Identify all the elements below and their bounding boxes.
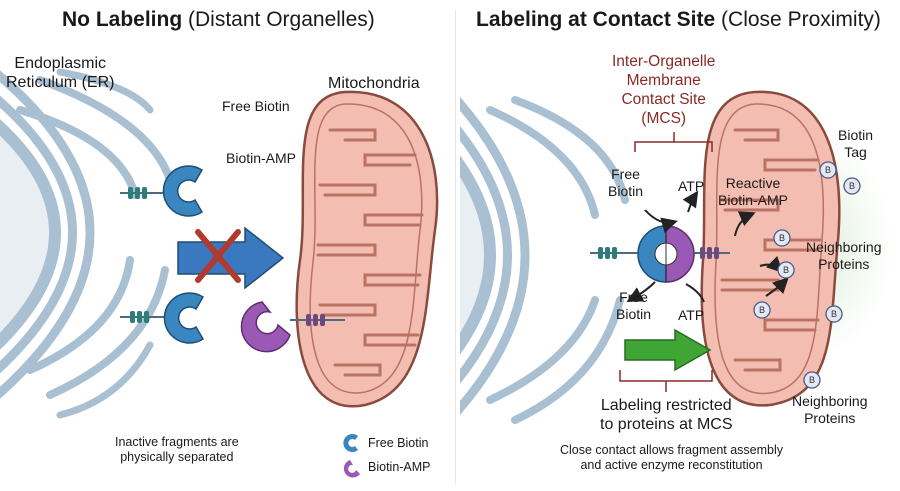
left-diagram bbox=[0, 68, 439, 478]
panel-contact-site: B B B B B B B Labeling at Contact Sit bbox=[460, 0, 900, 491]
mitochondrion-left bbox=[295, 90, 439, 408]
svg-text:B: B bbox=[849, 181, 855, 191]
atp-bottom-label: ATP bbox=[678, 307, 705, 323]
reconstituted-enzyme bbox=[637, 225, 695, 283]
labeling-arrow bbox=[624, 328, 712, 372]
labeling-restricted-label: Labeling restricted to proteins at MCS bbox=[600, 397, 733, 433]
mcs-bracket-bottom bbox=[619, 370, 713, 392]
biotin-tag-6: B bbox=[825, 305, 843, 323]
right-caption: Close contact allows fragment assembly a… bbox=[560, 443, 784, 472]
free-biotin-bottom-label: Free Biotin bbox=[616, 289, 652, 322]
panel-no-labeling: No Labeling (Distant Organelles) Endopla… bbox=[0, 8, 439, 478]
reactive-biotin-amp-label: Reactive Biotin-AMP bbox=[718, 175, 789, 208]
free-biotin-fragment-bottom bbox=[163, 292, 205, 344]
svg-text:B: B bbox=[825, 165, 831, 175]
biotin-tag-3: B bbox=[773, 229, 791, 247]
mcs-label: Inter-Organelle Membrane Contact Site (M… bbox=[612, 53, 716, 127]
legend-free-biotin-icon bbox=[343, 434, 358, 452]
panel-divider bbox=[455, 10, 456, 485]
biotin-tag-2: B bbox=[843, 177, 861, 195]
legend-biotin-amp-label: Biotin-AMP bbox=[368, 460, 431, 474]
svg-text:B: B bbox=[759, 305, 765, 315]
er-anchor-right bbox=[590, 247, 638, 259]
svg-text:B: B bbox=[779, 233, 785, 243]
mitochondria-label: Mitochondria bbox=[328, 75, 420, 92]
left-caption: Inactive fragments are physically separa… bbox=[115, 435, 239, 464]
biotin-tag-1: B bbox=[819, 161, 837, 179]
mcs-bracket-top bbox=[634, 132, 713, 152]
biotin-tags: B B B B B B B bbox=[753, 161, 861, 389]
neighboring-proteins-label-2: Neighboring Proteins bbox=[792, 393, 868, 426]
neighboring-proteins-label-1: Neighboring Proteins bbox=[806, 239, 882, 272]
mito-anchor bbox=[290, 314, 345, 326]
free-biotin-fragment-top bbox=[162, 165, 204, 217]
svg-text:B: B bbox=[809, 375, 815, 385]
biotin-tag-5: B bbox=[753, 301, 771, 319]
biotin-tag-4: B bbox=[777, 261, 795, 279]
left-title: No Labeling (Distant Organelles) bbox=[62, 8, 375, 31]
er-membrane bbox=[0, 68, 174, 419]
biotin-tag-label: Biotin Tag bbox=[838, 127, 874, 160]
biotin-tag-7: B bbox=[803, 371, 821, 389]
right-title: Labeling at Contact Site (Close Proximit… bbox=[476, 8, 881, 31]
er-anchor-bottom bbox=[120, 311, 172, 323]
atp-top-label: ATP bbox=[678, 178, 705, 194]
svg-text:B: B bbox=[831, 309, 837, 319]
er-membrane-right bbox=[460, 96, 629, 424]
er-label: Endoplasmic Reticulum (ER) bbox=[6, 55, 115, 91]
blocked-arrow bbox=[177, 226, 285, 290]
svg-text:B: B bbox=[783, 265, 789, 275]
er-anchor-top bbox=[120, 187, 170, 199]
free-biotin-label: Free Biotin bbox=[222, 98, 290, 114]
biotin-amp-fragment bbox=[240, 301, 291, 353]
legend-free-biotin-label: Free Biotin bbox=[368, 436, 429, 450]
free-biotin-top-label: Free Biotin bbox=[608, 166, 644, 199]
mito-anchor-right bbox=[694, 247, 730, 259]
legend-biotin-amp-icon bbox=[343, 460, 360, 478]
right-diagram: B B B B B B B bbox=[460, 90, 895, 424]
biotin-amp-label: Biotin-AMP bbox=[226, 150, 297, 166]
